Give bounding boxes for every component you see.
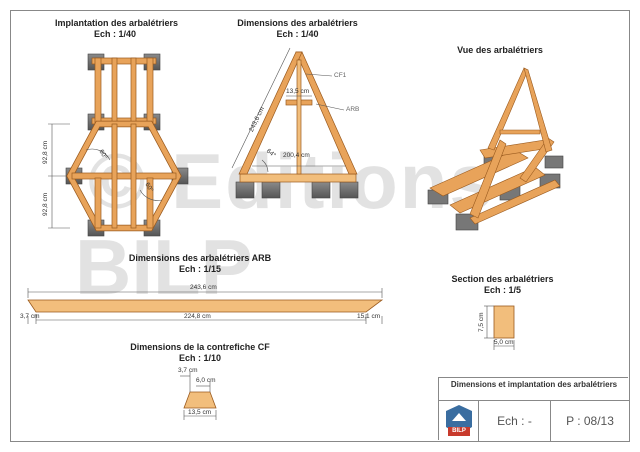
title-block-scale: Ech : - — [479, 401, 551, 441]
vue-title: Vue des arbalétriers — [457, 45, 543, 55]
arb-total: 243,6 cm — [190, 284, 217, 291]
dimensions-scale: Ech : 1/40 — [276, 29, 319, 39]
arb-scale: Ech : 1/15 — [178, 264, 222, 274]
bilp-logo: BILP — [439, 401, 479, 441]
title-block-page: P : 08/13 — [566, 414, 614, 428]
label-cf: CF1 — [334, 72, 347, 79]
contrefiche-bottom: 13,5 cm — [188, 409, 212, 416]
section-title: Section des arbalétriers Ech : 1/5 — [440, 274, 565, 296]
dimensions-title: Dimensions des arbalétriers Ech : 1/40 — [235, 18, 360, 40]
title-block-title: Dimensions et implantation des arbalétri… — [439, 378, 629, 401]
arb-left: 3,7 cm — [20, 313, 40, 320]
arb-inner: 224,8 cm — [184, 313, 211, 320]
contrefiche-scale: Ech : 1/10 — [178, 353, 222, 363]
dimensions-title-text: Dimensions des arbalétriers — [237, 18, 358, 28]
implantation-scale: Ech : 1/40 — [93, 29, 137, 39]
arb-title: Dimensions des arbalétriers ARB Ech : 1/… — [125, 253, 275, 275]
section-scale: Ech : 1/5 — [483, 285, 521, 295]
sheet-frame — [10, 10, 630, 442]
implantation-title: Implantation des arbalétriers Ech : 1/40 — [55, 18, 179, 40]
contrefiche-top: 3,7 cm — [178, 367, 198, 374]
section-title-text: Section des arbalétriers — [451, 274, 554, 284]
label-arb: ARB — [346, 106, 360, 113]
arb-title-text: Dimensions des arbalétriers ARB — [128, 253, 272, 263]
dimensions-top: 13,5 cm — [286, 88, 310, 95]
arb-right: 15,1 cm — [357, 313, 381, 320]
contrefiche-title: Dimensions de la contrefiche CF Ech : 1/… — [125, 342, 275, 364]
contrefiche-title-text: Dimensions de la contrefiche CF — [130, 342, 270, 352]
watermark-line2: BILP — [75, 223, 253, 311]
dimensions-base: 200,4 cm — [283, 152, 310, 159]
bilp-logo-text: BILP — [452, 428, 466, 434]
contrefiche-mid: 6,0 cm — [196, 377, 216, 384]
title-block: Dimensions et implantation des arbalétri… — [438, 377, 629, 441]
implantation-title-text: Implantation des arbalétriers — [55, 18, 179, 28]
section-width: 5,0 cm — [494, 339, 514, 346]
